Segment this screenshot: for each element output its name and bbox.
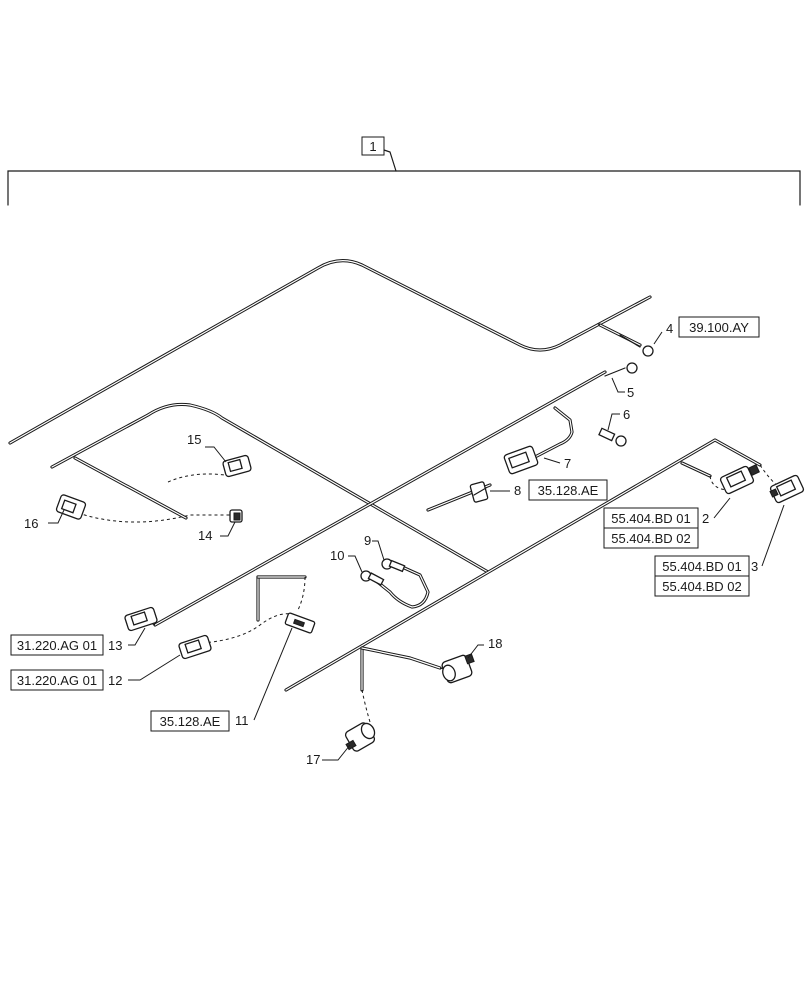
callout-numbers: 2 3 4 5 6 7 8 9 10 11 12 13 14 15 16 17 … — [24, 321, 758, 767]
reference-8-text: 35.128.AE — [538, 483, 599, 498]
reference-4-text: 39.100.AY — [689, 320, 749, 335]
callout-15[interactable]: 15 — [187, 432, 201, 447]
callout-8[interactable]: 8 — [514, 483, 521, 498]
connector-8[interactable] — [469, 481, 489, 503]
connector-11[interactable] — [284, 612, 316, 634]
assembly-bracket — [7, 149, 801, 206]
reference-11-text: 35.128.AE — [160, 714, 221, 729]
reference-11[interactable]: 35.128.AE — [150, 710, 230, 732]
reference-13-text: 31.220.AG 01 — [17, 638, 97, 653]
callout-14[interactable]: 14 — [198, 528, 212, 543]
reference-13[interactable]: 31.220.AG 01 — [10, 634, 104, 656]
callout-2[interactable]: 2 — [702, 511, 709, 526]
reference-8[interactable]: 35.128.AE — [528, 479, 608, 501]
callout-6[interactable]: 6 — [623, 407, 630, 422]
ring-terminal-6[interactable] — [598, 427, 627, 447]
callout-11[interactable]: 11 — [235, 713, 249, 728]
callout-3[interactable]: 3 — [751, 559, 758, 574]
callout-7[interactable]: 7 — [564, 456, 571, 471]
connector-17[interactable] — [344, 721, 377, 752]
connector-3[interactable] — [769, 474, 805, 504]
callout-13[interactable]: 13 — [108, 638, 122, 653]
reference-2[interactable]: 55.404.BD 01 55.404.BD 02 — [603, 507, 699, 549]
callout-16[interactable]: 16 — [24, 516, 38, 531]
reference-3[interactable]: 55.404.BD 01 55.404.BD 02 — [654, 555, 750, 597]
reference-3-primary: 55.404.BD 01 — [662, 559, 742, 574]
connector-12[interactable] — [178, 634, 212, 660]
reference-4[interactable]: 39.100.AY — [678, 316, 760, 338]
connector-15[interactable] — [222, 454, 252, 478]
callout-9[interactable]: 9 — [364, 533, 371, 548]
callout-18[interactable]: 18 — [488, 636, 502, 651]
connector-14[interactable] — [229, 509, 243, 523]
connector-7[interactable] — [503, 445, 539, 475]
assembly-callout[interactable]: 1 — [361, 136, 385, 156]
ring-terminal-5[interactable] — [604, 362, 638, 377]
reference-2-secondary: 55.404.BD 02 — [611, 531, 691, 546]
reference-3-secondary: 55.404.BD 02 — [662, 579, 742, 594]
reference-2-primary: 55.404.BD 01 — [611, 511, 691, 526]
reference-12-text: 31.220.AG 01 — [17, 673, 97, 688]
callout-5[interactable]: 5 — [627, 385, 634, 400]
callout-12[interactable]: 12 — [108, 673, 122, 688]
ring-terminal-4[interactable] — [619, 334, 654, 357]
connector-16[interactable] — [55, 494, 87, 520]
ring-terminal-9[interactable] — [381, 558, 406, 573]
connector-18[interactable] — [441, 653, 475, 684]
callout-4[interactable]: 4 — [666, 321, 673, 336]
reference-12[interactable]: 31.220.AG 01 — [10, 669, 104, 691]
connector-13[interactable] — [124, 606, 158, 632]
harness-wires — [8, 259, 762, 692]
assembly-item-number: 1 — [369, 139, 376, 154]
connector-2[interactable] — [719, 464, 760, 495]
ring-terminal-10[interactable] — [360, 570, 385, 586]
callout-17[interactable]: 17 — [306, 752, 320, 767]
callout-10[interactable]: 10 — [330, 548, 344, 563]
callout-leaders — [48, 331, 785, 761]
